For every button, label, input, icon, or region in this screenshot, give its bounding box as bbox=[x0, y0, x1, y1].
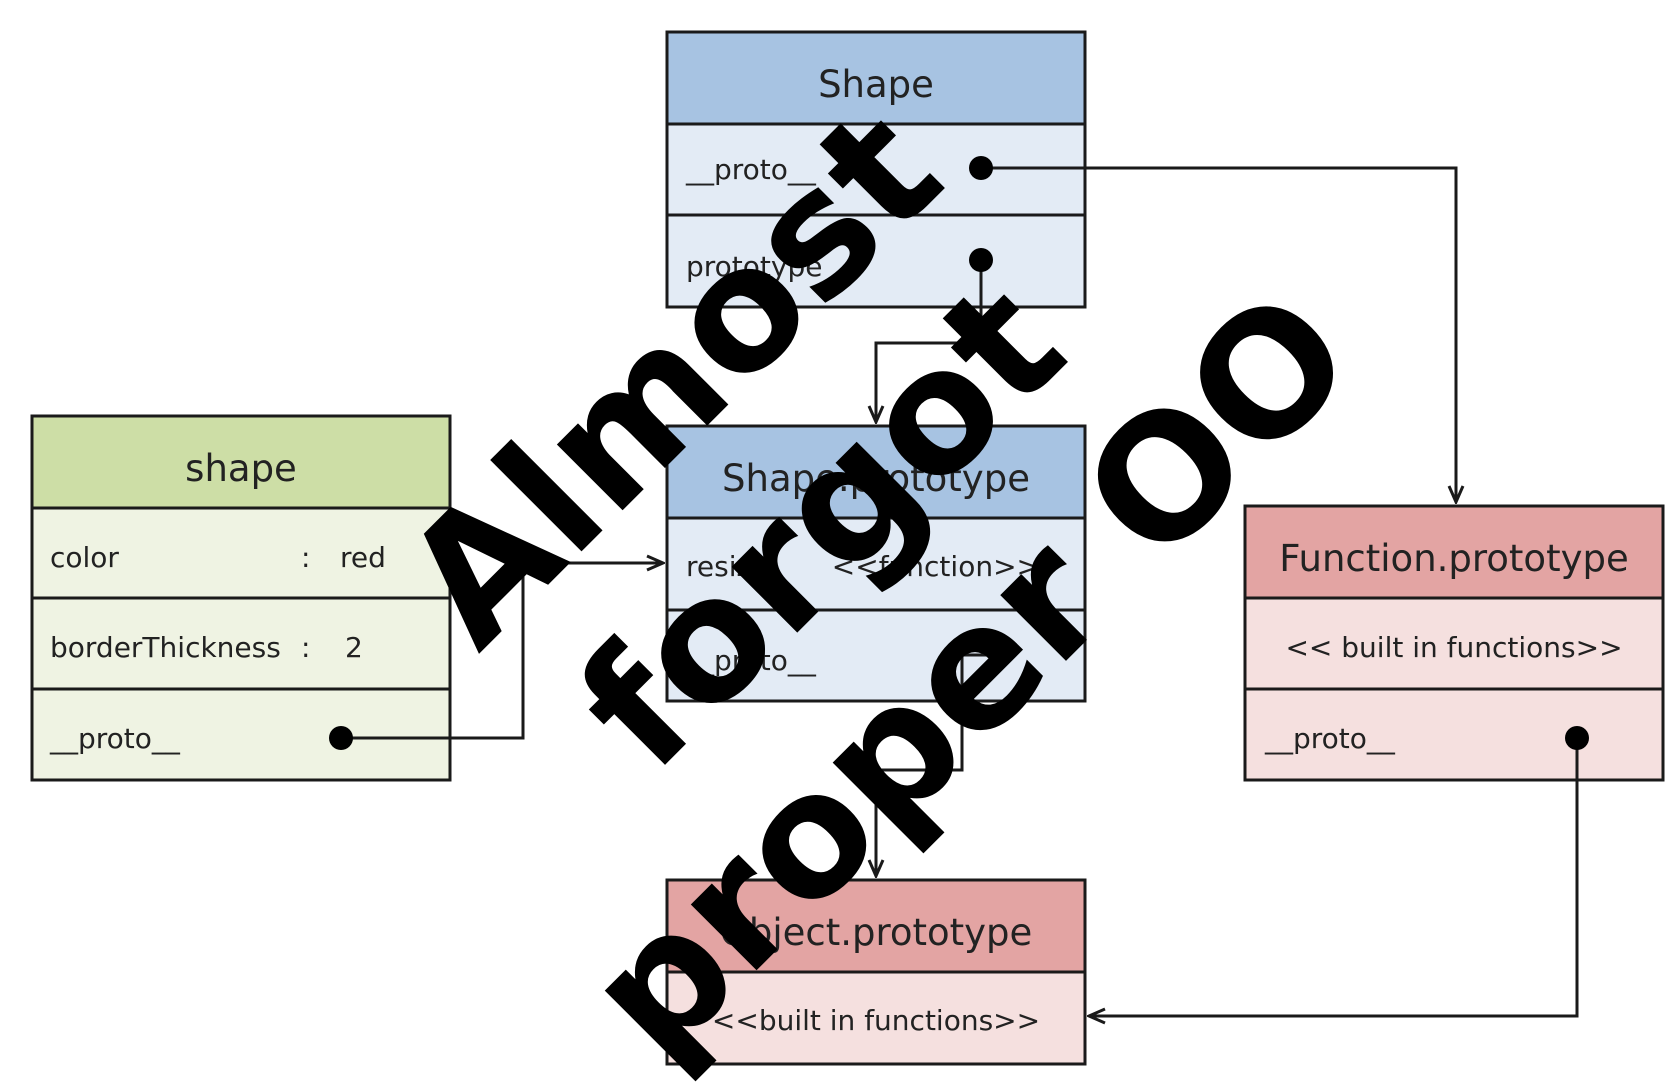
arrow-shape-ctor-prototype-to-shape-prototype bbox=[876, 260, 983, 422]
shape-ctor-prototype-dot bbox=[969, 248, 993, 272]
shape-instance-border-label: borderThickness bbox=[50, 631, 281, 664]
shape-prototype-proto-label: __proto__ bbox=[685, 644, 817, 677]
shape-instance-border-value: 2 bbox=[345, 631, 363, 664]
object-prototype-title: Object.prototype bbox=[720, 911, 1033, 954]
shape-instance-title: shape bbox=[185, 447, 297, 490]
function-prototype-box: Function.prototype << built in functions… bbox=[1243, 504, 1665, 782]
arrow-shape-ctor-proto-to-function-prototype bbox=[981, 166, 1456, 502]
arrow-shape-instance-proto-to-shape-prototype bbox=[341, 563, 663, 740]
function-prototype-proto-dot bbox=[1565, 726, 1589, 750]
shape-constructor-prototype-label: prototype bbox=[686, 250, 822, 283]
shape-prototype-title: Shape.prototype bbox=[722, 457, 1030, 500]
object-prototype-builtins: <<built in functions>> bbox=[712, 1004, 1040, 1037]
shape-constructor-box: Shape __proto__ prototype bbox=[665, 30, 1087, 309]
shape-instance-box: shape color : red borderThickness : 2 __… bbox=[30, 414, 452, 782]
shape-instance-color-sep: : bbox=[301, 541, 310, 574]
pointer-dots bbox=[329, 156, 1589, 750]
function-prototype-builtins: << built in functions>> bbox=[1285, 631, 1622, 664]
shape-instance-color-value: red bbox=[340, 541, 386, 574]
shape-constructor-proto-label: __proto__ bbox=[685, 153, 817, 186]
arrow-function-prototype-proto-to-object-prototype bbox=[1089, 738, 1579, 1016]
shape-instance-border-sep: : bbox=[301, 631, 310, 664]
function-prototype-proto-label: __proto__ bbox=[1264, 722, 1396, 755]
shape-instance-color-label: color bbox=[50, 541, 119, 574]
function-prototype-title: Function.prototype bbox=[1279, 537, 1628, 580]
shape-prototype-resize-value: <<function>> bbox=[832, 550, 1040, 583]
shape-instance-proto-label: __proto__ bbox=[49, 722, 181, 755]
connectors bbox=[341, 166, 1579, 1016]
shape-instance-proto-dot bbox=[329, 726, 353, 750]
shape-prototype-resize-label: resize bbox=[686, 550, 768, 583]
shape-ctor-proto-dot bbox=[969, 156, 993, 180]
object-prototype-box: Object.prototype <<built in functions>> bbox=[665, 878, 1087, 1066]
watermark-overlay: Almost forgot proper OO bbox=[367, 72, 1390, 1089]
shape-prototype-box: Shape.prototype resize <<function>> __pr… bbox=[665, 424, 1087, 703]
arrow-shape-prototype-proto-to-object-prototype bbox=[876, 653, 1010, 876]
shape-constructor-title: Shape bbox=[818, 63, 934, 106]
